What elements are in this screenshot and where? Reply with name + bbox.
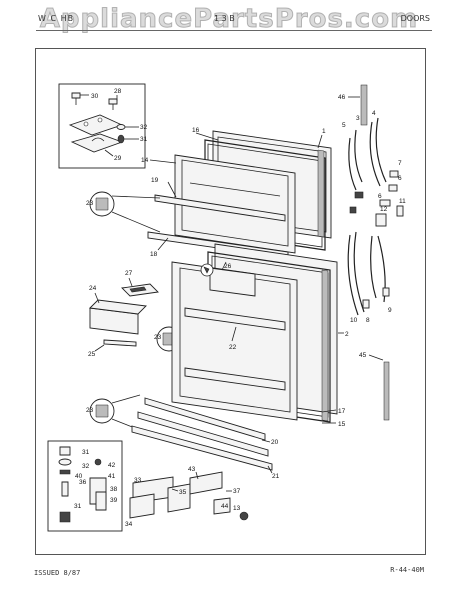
callout-46: 46 [338, 94, 346, 101]
callout-10: 10 [350, 317, 358, 324]
callout-20: 20 [271, 439, 279, 446]
callout-26: 26 [224, 263, 232, 270]
callout-5: 5 [342, 122, 346, 129]
callout-41: 41 [108, 473, 116, 480]
callout-27: 27 [125, 270, 133, 277]
callout-11: 11 [399, 198, 406, 205]
watermark: AppliancePartsPros.com [39, 4, 419, 35]
freezer-door: 14 16 1 19 18 [141, 127, 332, 259]
callout-38: 38 [110, 486, 118, 493]
callout-18: 18 [150, 251, 158, 258]
callout-17: 17 [338, 408, 346, 415]
door-handles: 46 5 3 4 7 6 6 11 12 10 8 9 45 [338, 84, 406, 421]
callout-44: 44 [221, 503, 229, 510]
callout-42: 42 [108, 462, 116, 469]
callout-19: 19 [151, 177, 159, 184]
header-center: 1 3 B [214, 14, 235, 23]
callout-13: 13 [233, 505, 241, 512]
fresh-food-door: 26 2 22 17 15 [171, 243, 349, 428]
inset-lower-hinge: 31 32 40 36 31 42 41 38 39 [47, 440, 123, 532]
header-rule [36, 30, 432, 31]
callout-24: 24 [89, 285, 97, 292]
callout-12: 12 [380, 206, 388, 213]
callout-3: 3 [356, 115, 360, 122]
callout-40: 40 [75, 473, 83, 480]
header-section: DOORS [400, 14, 430, 23]
callout-22: 22 [229, 344, 237, 351]
callout-7: 7 [398, 160, 402, 167]
callout-31-b: 31 [82, 449, 90, 456]
callout-6b: 6 [378, 193, 382, 200]
callout-23-c: 23 [86, 407, 94, 414]
diagram-frame [35, 48, 426, 555]
callout-2: 2 [345, 331, 349, 338]
callout-31-c: 31 [74, 503, 82, 510]
door-bottom-rails: 20 21 [131, 397, 280, 480]
callout-8: 8 [366, 317, 370, 324]
callout-4: 4 [372, 110, 376, 117]
inset-top-hinge: 30 28 32 31 29 [58, 83, 148, 169]
callout-14: 14 [141, 157, 149, 164]
callout-1: 1 [322, 128, 326, 135]
callout-43: 43 [188, 466, 196, 473]
detail-magnifier-lower: 23 [86, 394, 141, 431]
dairy-compartment-parts: 27 24 25 [88, 270, 159, 358]
callout-34: 34 [125, 521, 133, 528]
callout-36: 36 [79, 479, 87, 486]
callout-39: 39 [110, 497, 118, 504]
callout-32-b: 32 [82, 463, 90, 470]
callout-9: 9 [388, 307, 392, 314]
callout-37: 37 [233, 488, 241, 495]
header-model: W C HB [38, 14, 75, 23]
callout-21: 21 [272, 473, 280, 480]
callout-16: 16 [192, 127, 200, 134]
callout-35: 35 [179, 489, 187, 496]
callout-28: 28 [114, 88, 122, 95]
callout-23-b: 23 [154, 334, 162, 341]
callout-31: 31 [140, 136, 148, 143]
callout-25: 25 [88, 351, 96, 358]
page-code: R-44-40M [390, 566, 424, 574]
issue-date: ISSUED 8/87 [34, 569, 81, 577]
callout-45: 45 [359, 352, 367, 359]
detail-magnifier-upper: 23 [86, 191, 161, 233]
callout-33: 33 [134, 477, 142, 484]
callout-6: 6 [398, 175, 402, 182]
callout-29: 29 [114, 155, 122, 162]
callout-23-a: 23 [86, 200, 94, 207]
bottom-hinge-brackets: 33 34 35 43 37 44 13 [125, 466, 249, 528]
callout-15: 15 [338, 421, 346, 428]
callout-32: 32 [140, 124, 148, 131]
callout-30: 30 [91, 93, 99, 100]
